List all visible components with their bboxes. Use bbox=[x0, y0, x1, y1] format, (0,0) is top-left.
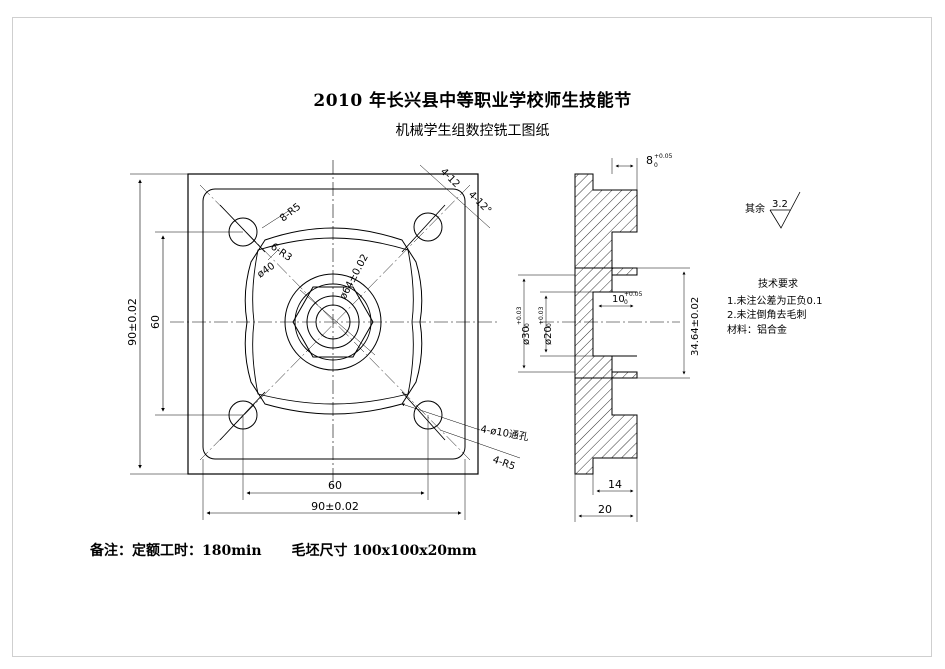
dim-90-vertical: 90±0.02 bbox=[126, 298, 139, 346]
label-dia-40: ø40 bbox=[255, 261, 277, 281]
dim-10-tol: +0.05 bbox=[624, 291, 643, 298]
dim-10: 10 bbox=[612, 294, 625, 305]
dim-dia-30: ø30 bbox=[521, 326, 532, 345]
dim-dia-20-tol-low: 0 bbox=[546, 323, 553, 327]
surface-finish-value: 3.2 bbox=[772, 199, 788, 210]
surface-finish: 其余 3.2 bbox=[745, 191, 801, 229]
boss-hexagon bbox=[292, 286, 374, 358]
label-6-r3: 6-R3 bbox=[268, 241, 293, 263]
dim-8-tol: +0.05 bbox=[654, 153, 673, 160]
bore-30 bbox=[306, 295, 360, 349]
front-view bbox=[130, 160, 521, 520]
label-4-12-deg: 4-12° bbox=[466, 189, 493, 216]
page-title: 2010 年长兴县中等职业学校师生技能节 bbox=[313, 91, 632, 111]
dim-60-vertical: 60 bbox=[149, 315, 162, 329]
dim-dia-30-tol: +0.03 bbox=[516, 306, 523, 325]
tech-item-2: 2.未注倒角去毛刺 bbox=[727, 308, 807, 321]
tech-item-3: 材料：铝合金 bbox=[727, 323, 787, 336]
blank-size-value: 100x100x20mm bbox=[352, 543, 477, 559]
inner-profile bbox=[202, 188, 466, 460]
note-label: 备注：定额工时： bbox=[90, 543, 202, 559]
dim-10-tol-low: 0 bbox=[624, 299, 628, 306]
section-view bbox=[518, 158, 690, 522]
dim-14: 14 bbox=[608, 478, 622, 491]
front-view-labels: 90±0.02 60 60 90±0.02 8-R5 6-R3 ø40 ø64±… bbox=[126, 166, 530, 513]
page-subtitle: 机械学生组数控铣工图纸 bbox=[395, 123, 550, 139]
note-time: 180min bbox=[202, 543, 262, 559]
label-4-12: 4-12 bbox=[438, 166, 462, 190]
tech-heading: 技术要求 bbox=[758, 277, 798, 290]
surface-finish-label: 其余 bbox=[745, 202, 765, 215]
dim-90-horizontal: 90±0.02 bbox=[311, 500, 359, 513]
dim-dia-20-tol: +0.03 bbox=[538, 306, 545, 325]
footer-note: 备注：定额工时：180min 毛坯尺寸 100x100x20mm bbox=[90, 540, 477, 560]
dim-60-horizontal: 60 bbox=[328, 479, 342, 492]
dim-dia-20: ø20 bbox=[543, 326, 554, 345]
hole-top-right bbox=[413, 212, 443, 242]
label-through-holes: 4-ø10通孔 bbox=[479, 423, 529, 443]
dim-dia-30-tol-low: 0 bbox=[524, 323, 531, 327]
tech-requirements: 技术要求 1.未注公差为正负0.1 2.未注倒角去毛刺 材料：铝合金 bbox=[727, 277, 822, 336]
dim-34-64: 34.64±0.02 bbox=[690, 297, 701, 356]
blank-size-label: 毛坯尺寸 bbox=[291, 543, 348, 559]
boss-outer bbox=[284, 273, 382, 371]
section-view-labels: 8 +0.05 0 10 +0.05 0 ø30 +0.03 0 ø20 +0.… bbox=[516, 153, 701, 516]
label-4-r5: 4-R5 bbox=[491, 454, 517, 472]
label-dia-64: ø64±0.02 bbox=[338, 253, 371, 302]
dim-8-tol-low: 0 bbox=[654, 162, 658, 169]
label-8-r5: 8-R5 bbox=[278, 201, 303, 224]
section-upper bbox=[574, 173, 638, 269]
bore-20 bbox=[315, 304, 351, 340]
page-border bbox=[12, 17, 932, 657]
dim-20: 20 bbox=[598, 503, 612, 516]
boss-mid bbox=[294, 283, 372, 361]
dim-8: 8 bbox=[646, 154, 653, 167]
pocket-profile bbox=[244, 227, 423, 415]
section-lower bbox=[574, 377, 638, 475]
tech-item-1: 1.未注公差为正负0.1 bbox=[727, 294, 822, 307]
